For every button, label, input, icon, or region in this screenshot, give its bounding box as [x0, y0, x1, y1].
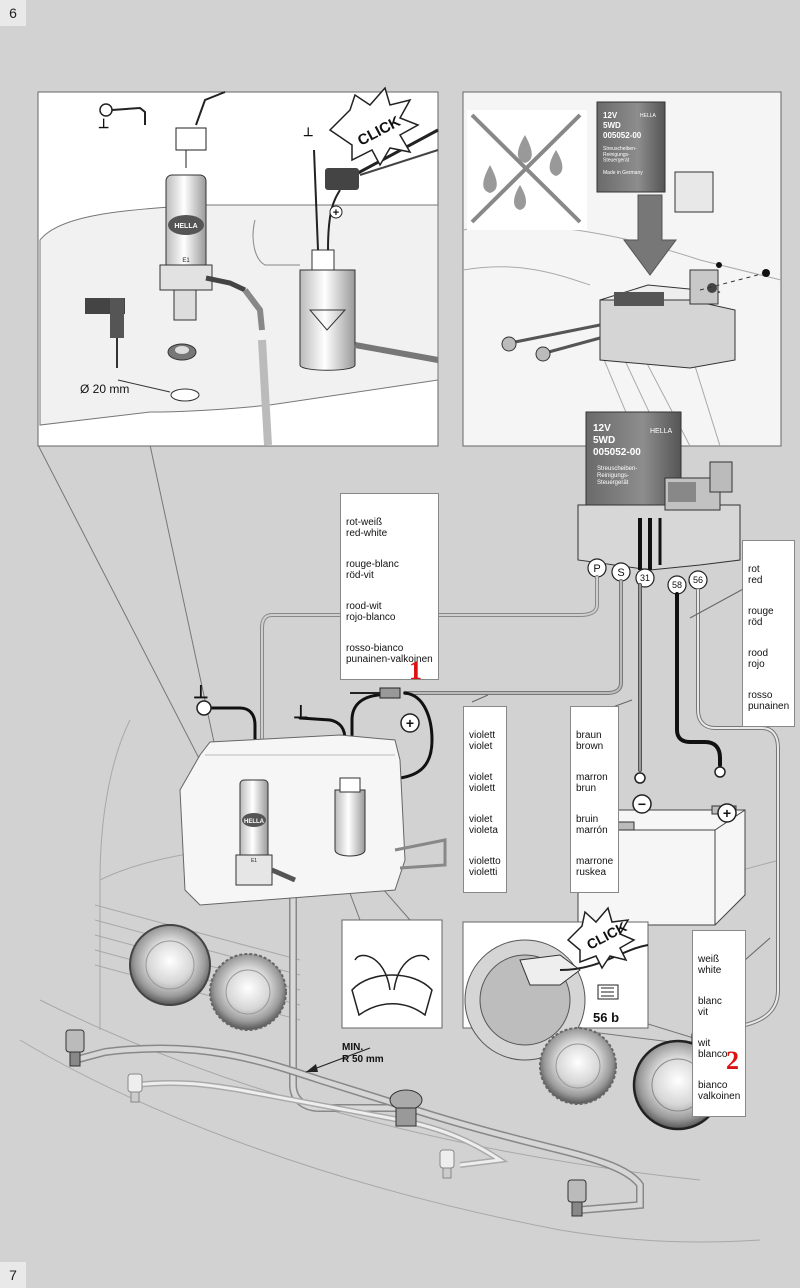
switch-label: 56 b — [593, 1010, 619, 1025]
terminal-58: 58 — [672, 580, 682, 590]
pump-mark-inset: E1 — [182, 258, 190, 264]
inset-relay-desc: Streuscheiben-Reinigungs-Steuergerät — [603, 146, 637, 164]
inset-pump-mounting — [37, 86, 439, 447]
battery-minus: − — [638, 796, 646, 812]
relay-terminals — [587, 558, 708, 595]
pump-mark-main: E1 — [251, 858, 257, 864]
relay-desc: Streuscheiben-Reinigungs-Steuergerät — [597, 466, 637, 486]
page-number-bottom: 7 — [0, 1262, 26, 1288]
ground-symbol-inset: ⊥ — [98, 116, 109, 131]
washer-tank — [179, 734, 447, 906]
inset-relay-part: 005052-00 — [603, 131, 642, 140]
plus-symbol-inset: + — [333, 207, 339, 219]
plus-circle-motor — [400, 713, 420, 733]
inset-relay-origin: Made in Germany — [603, 170, 643, 176]
diameter-label: Ø 20 mm — [80, 382, 129, 396]
ground-symbol-inset-motor: ⊥ — [303, 125, 313, 139]
page-number-top: 6 — [0, 0, 26, 26]
inset-relay-mounting — [462, 91, 782, 447]
nozzle-hoses — [73, 1044, 644, 1214]
inset-motor-symbol — [341, 919, 443, 1029]
relay-part: 005052-00 — [593, 447, 641, 458]
relay-voltage: 12V — [593, 423, 611, 434]
battery-plus: + — [723, 805, 731, 821]
inset-relay-brand: HELLA — [640, 113, 657, 119]
relay-brand: HELLA — [650, 428, 673, 435]
min-radius-value: R 50 mm — [342, 1054, 384, 1065]
pump-brand-inset: HELLA — [174, 223, 197, 230]
plus-symbol-motor: + — [406, 715, 414, 731]
min-radius-title: MIN. — [342, 1042, 363, 1053]
marker-2: 2 — [726, 1046, 739, 1075]
ground-symbol-pump: ⊥ — [193, 682, 209, 702]
pump-brand-main: HELLA — [244, 819, 265, 825]
washer-nozzles — [65, 1029, 587, 1217]
terminal-31: 31 — [640, 573, 650, 583]
relay-code: 5WD — [593, 435, 615, 446]
terminal-P: P — [593, 563, 600, 575]
ground-symbol-motor: ⊥ — [293, 702, 309, 722]
inset-relay-voltage: 12V — [603, 111, 618, 120]
marker-1: 1 — [409, 656, 422, 685]
terminal-56: 56 — [693, 575, 703, 585]
connector-1 — [379, 687, 401, 699]
battery — [577, 766, 746, 926]
terminal-S: S — [617, 567, 624, 579]
main-relay — [577, 411, 741, 571]
inset-relay-code: 5WD — [603, 121, 621, 130]
inset-switch-click — [462, 906, 649, 1061]
